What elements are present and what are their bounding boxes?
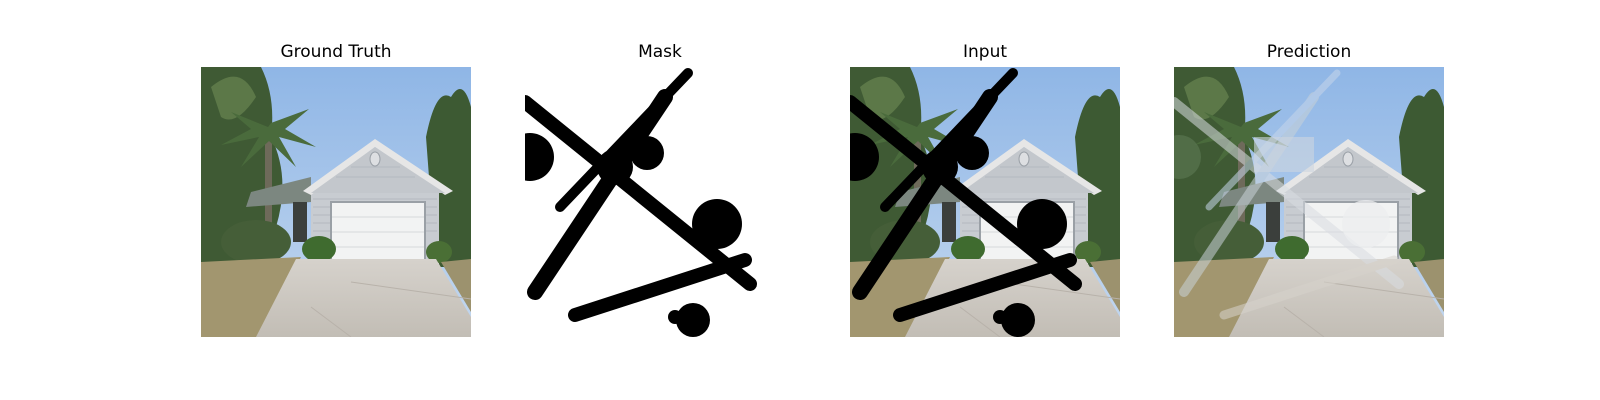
input-title: Input (962, 42, 1008, 62)
prediction-image (1174, 67, 1444, 337)
mask-image (525, 67, 795, 337)
ground-truth-title: Ground Truth (280, 42, 392, 62)
prediction-title: Prediction (1266, 42, 1352, 62)
ground-truth-image (201, 67, 471, 337)
input-image (850, 67, 1120, 337)
mask-title: Mask (638, 42, 682, 62)
